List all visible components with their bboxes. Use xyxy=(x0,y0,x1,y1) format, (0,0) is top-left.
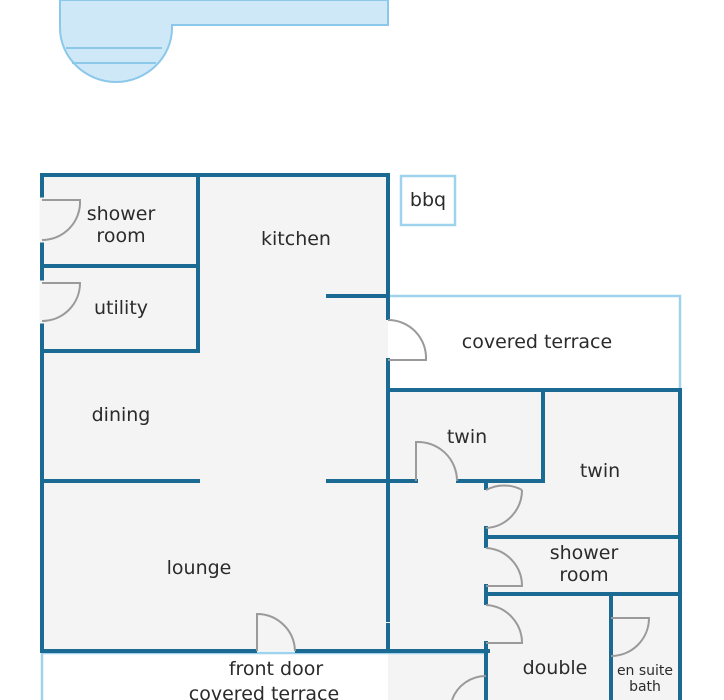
door-en-suite xyxy=(610,617,651,657)
door-twin-2 xyxy=(485,484,524,529)
door-twin-1 xyxy=(415,440,459,482)
label-kitchen: kitchen xyxy=(261,228,331,250)
walls xyxy=(39,173,682,700)
outer-wall xyxy=(40,173,390,653)
label-covered-terrace-south: covered terrace xyxy=(189,683,339,700)
label-shower-room-2-line2: room xyxy=(559,564,608,586)
label-shower-room-1-line1: shower xyxy=(87,203,156,225)
label-shower-room-1-line2: room xyxy=(96,225,145,247)
doors xyxy=(41,199,651,700)
door-shower-room-2 xyxy=(485,547,524,587)
label-double: double xyxy=(523,657,588,679)
pool xyxy=(59,0,389,84)
east-wing-floor xyxy=(388,390,680,700)
room-labels: shower room kitchen bbq utility covered … xyxy=(87,189,673,700)
label-dining: dining xyxy=(92,404,151,426)
label-lounge: lounge xyxy=(167,557,232,579)
label-twin-2: twin xyxy=(580,460,620,482)
label-covered-terrace-east: covered terrace xyxy=(462,331,612,353)
door-utility xyxy=(41,282,82,322)
house-floor xyxy=(42,175,388,651)
bbq-outline xyxy=(399,174,457,227)
door-double xyxy=(485,604,524,644)
door-double-south xyxy=(451,674,487,700)
covered-terrace-east-outline xyxy=(388,294,682,390)
label-bbq: bbq xyxy=(410,189,446,211)
label-front-door: front door xyxy=(229,658,324,680)
door-front xyxy=(256,612,296,652)
label-utility: utility xyxy=(94,297,148,319)
door-shower-room-1 xyxy=(41,199,82,242)
label-shower-room-2-line1: shower xyxy=(550,542,619,564)
label-twin-1: twin xyxy=(447,426,487,448)
label-en-suite-line1: en suite xyxy=(617,663,673,679)
door-covered-terrace xyxy=(387,318,428,361)
floor-areas xyxy=(42,175,680,700)
pool-shape xyxy=(59,0,389,84)
label-en-suite-line2: bath xyxy=(629,679,661,695)
